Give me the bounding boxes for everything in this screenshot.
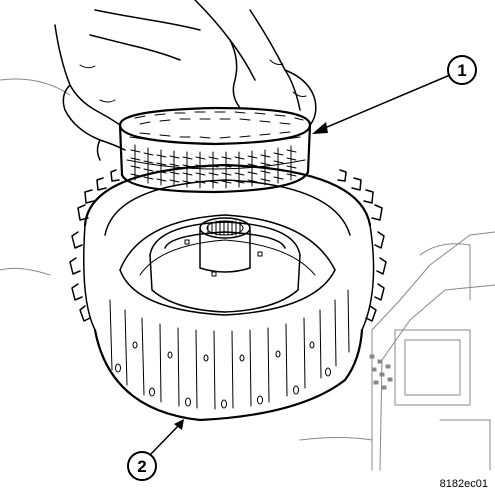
callout-1-label: 1 <box>457 61 466 80</box>
housing-holes <box>115 341 331 409</box>
spring-coils <box>130 111 304 189</box>
hands <box>54 0 317 161</box>
housing-ribs <box>109 289 350 410</box>
transmission-housing <box>0 78 495 471</box>
figure-code: 8182ec01 <box>440 478 488 490</box>
spring-pack <box>118 106 312 194</box>
callout-2-label: 2 <box>137 457 146 476</box>
leader-lines <box>149 74 451 456</box>
callout-1: 1 <box>447 55 477 85</box>
outer-spline-teeth <box>69 169 387 322</box>
arrowhead-2 <box>174 419 184 430</box>
clutch-housing <box>69 163 387 422</box>
callout-2: 2 <box>127 451 157 481</box>
arrowhead-1 <box>312 122 328 134</box>
